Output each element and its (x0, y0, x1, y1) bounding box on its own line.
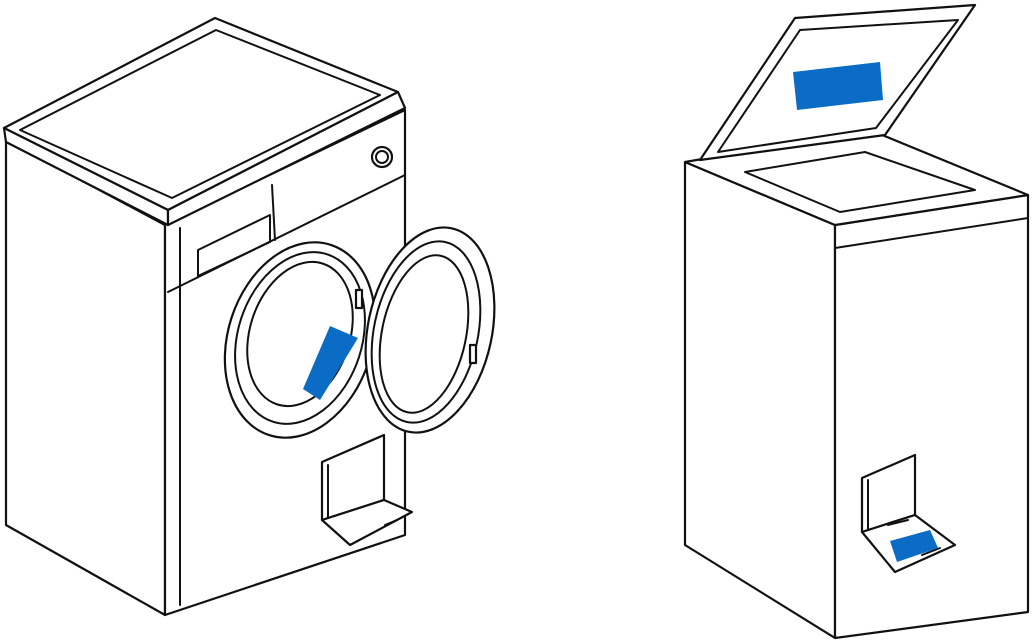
top-loader-drum-opening (744, 151, 976, 213)
front-loader-dial (370, 145, 394, 169)
front-loader-service-flap (320, 498, 414, 547)
top-loader-machine (683, 3, 1030, 640)
front-loader-hinge (354, 288, 364, 310)
front-loader-display (197, 214, 271, 277)
top-loader-side-panel (683, 160, 837, 640)
front-loader-door-handle (468, 343, 478, 365)
top-loader-lid-label-highlight (793, 62, 883, 110)
front-loader-machine (2, 16, 496, 617)
front-loader-label-highlight (303, 326, 358, 400)
top-loader-front-panel (833, 193, 1030, 640)
top-loader-flap-label-highlight (890, 530, 938, 562)
